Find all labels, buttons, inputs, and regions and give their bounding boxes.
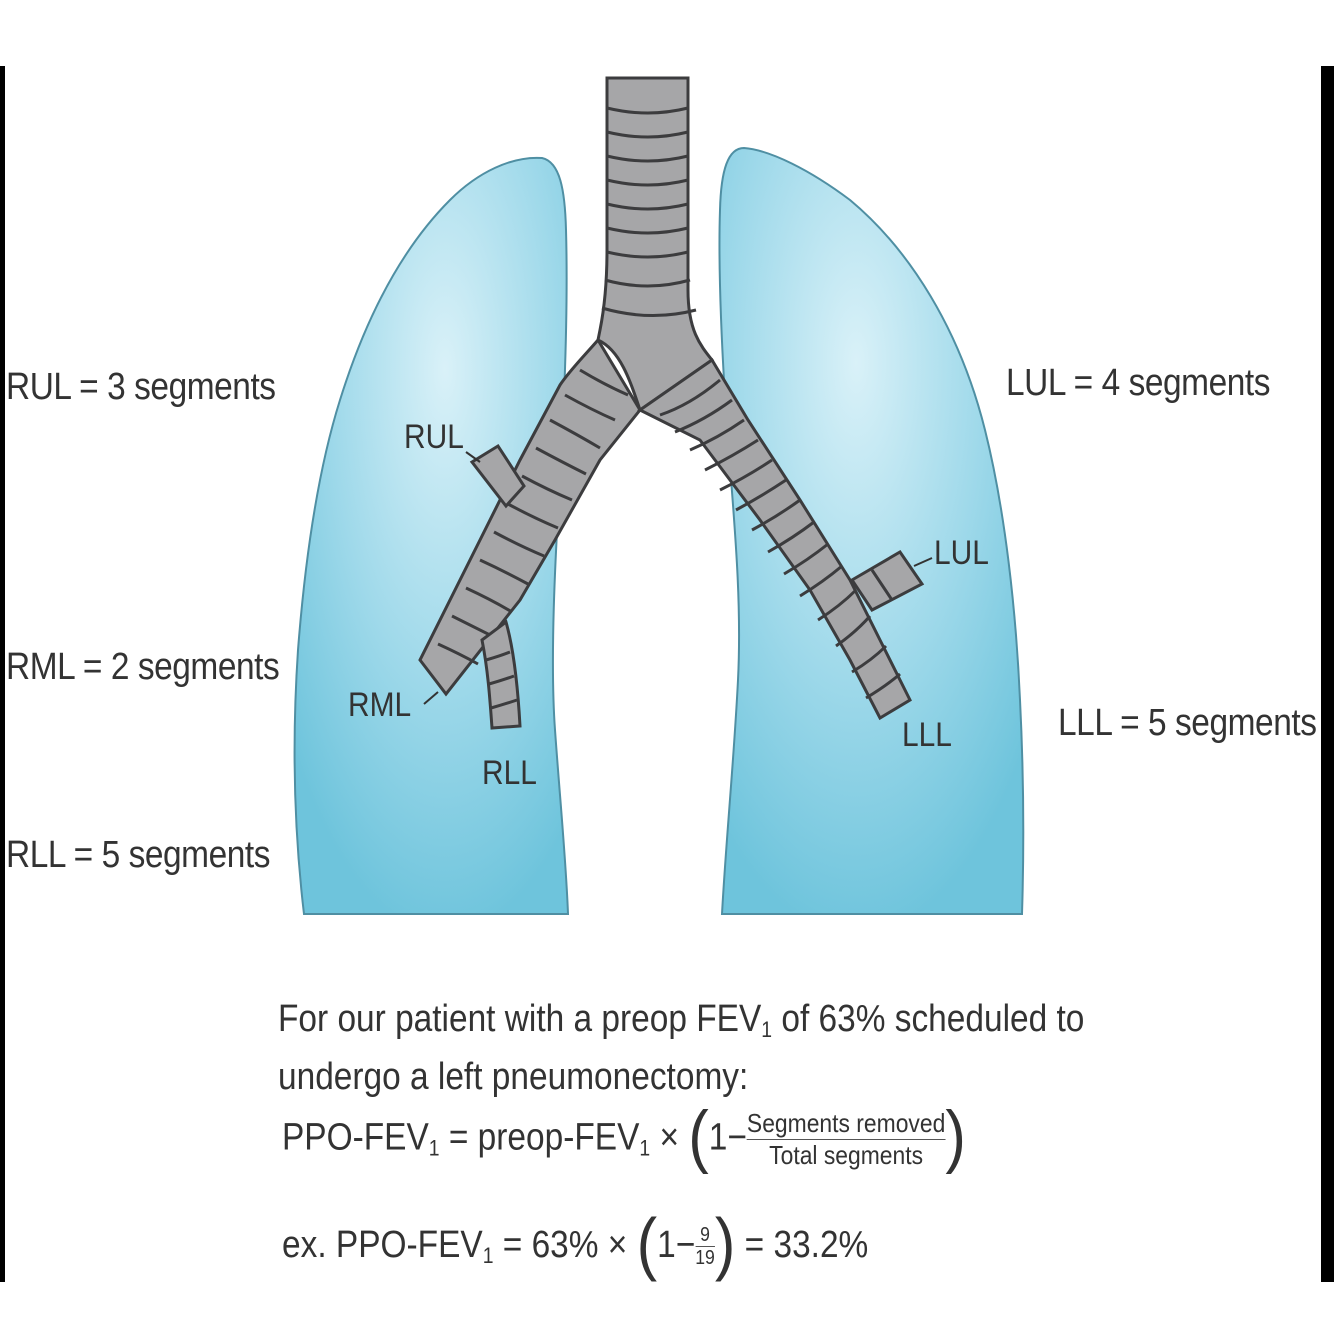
left-main-bronchus	[637, 357, 912, 721]
trachea	[596, 76, 715, 413]
rul-segments-label: RUL = 3 segments	[6, 366, 276, 408]
lul-segments-label: LUL = 4 segments	[1006, 362, 1271, 404]
lul-bronchus-label: LUL	[934, 534, 989, 572]
rml-leader	[423, 691, 439, 705]
right-main-bronchus	[418, 337, 642, 697]
lul-bronchus	[849, 550, 925, 612]
lll-segments-label: LLL = 5 segments	[1058, 702, 1317, 744]
lll-bronchus-label: LLL	[902, 716, 952, 754]
caption-line-1: For our patient with a preop FEV1 of 63%…	[278, 998, 1085, 1042]
rul-bronchus-label: RUL	[404, 418, 464, 456]
rll-bronchus-label: RLL	[482, 754, 537, 792]
left-lung	[718, 146, 1025, 915]
caption-line-2: undergo a left pneumonectomy:	[278, 1056, 749, 1098]
rml-segments-label: RML = 2 segments	[6, 646, 280, 688]
ppo-fev-formula: PPO-FEV1 = preop-FEV1 × (1−Segments remo…	[282, 1096, 966, 1175]
rll-bronchus	[480, 619, 522, 730]
rul-bronchus	[469, 443, 526, 509]
left-border	[0, 66, 5, 1282]
rul-leader	[465, 451, 481, 463]
lul-leader	[913, 557, 933, 567]
right-border	[1321, 66, 1334, 1282]
rll-segments-label: RLL = 5 segments	[6, 834, 271, 876]
rml-bronchus-label: RML	[348, 686, 412, 724]
